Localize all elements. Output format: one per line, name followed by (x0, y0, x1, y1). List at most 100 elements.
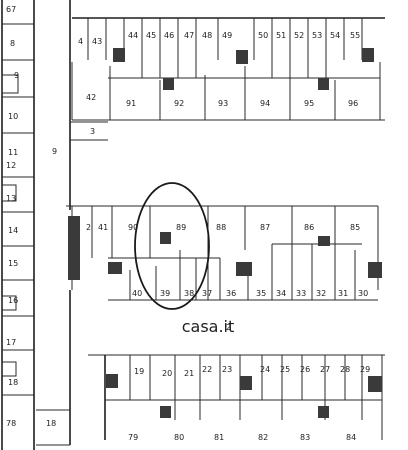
box-label: 48 (202, 31, 212, 40)
stair-symbol (108, 262, 122, 274)
box-label: 49 (222, 31, 232, 40)
box-label: 54 (330, 31, 340, 40)
box-label: 42 (86, 93, 96, 102)
stair-symbol (236, 50, 248, 64)
box-label: 11 (8, 148, 18, 157)
box-label: 18 (46, 419, 56, 428)
box-label: 25 (280, 365, 290, 374)
box-label: 84 (346, 433, 356, 442)
stair-symbols (68, 48, 382, 418)
middle-row-block (66, 205, 379, 301)
box-label: 29 (360, 365, 370, 374)
box-label: 94 (260, 99, 270, 108)
box-label: 32 (316, 289, 326, 298)
lane-label: 2 (226, 323, 231, 332)
box-label: 47 (184, 31, 194, 40)
box-label: 9 (14, 71, 19, 80)
box-label: 80 (174, 433, 184, 442)
box-label: 37 (202, 289, 212, 298)
box-label: 36 (226, 289, 236, 298)
box-label: 9 (52, 147, 57, 156)
left-column-labels: 67 8 9 10 11 12 13 14 15 16 17 18 78 18 (6, 5, 56, 428)
stair-symbol (160, 232, 171, 244)
box-label: 88 (216, 223, 226, 232)
box-label: 46 (164, 31, 174, 40)
stair-symbol (368, 262, 382, 278)
box-label: 78 (6, 419, 16, 428)
box-label: 20 (162, 369, 172, 378)
box-label: 30 (358, 289, 368, 298)
bottom-row-block (88, 354, 385, 440)
box-label: 89 (176, 223, 186, 232)
box-label: 44 (128, 31, 138, 40)
box-label: 86 (304, 223, 314, 232)
top-row-block (71, 17, 385, 121)
box-label: 79 (128, 433, 138, 442)
box-label: 85 (350, 223, 360, 232)
box-label: 14 (8, 226, 18, 235)
box-label: 55 (350, 31, 360, 40)
box-label: 83 (300, 433, 310, 442)
box-label: 34 (276, 289, 286, 298)
box-label: 90 (128, 223, 138, 232)
stair-symbol (106, 374, 118, 388)
box-label: 4 (78, 37, 83, 46)
box-label: 18 (8, 378, 18, 387)
stair-symbol (236, 262, 252, 276)
box-label: 96 (348, 99, 358, 108)
box-label: 27 (320, 365, 330, 374)
box-label: 17 (6, 338, 16, 347)
box-label: 10 (8, 112, 18, 121)
box-label: 22 (202, 365, 212, 374)
box-label: 35 (256, 289, 266, 298)
box-label: 53 (312, 31, 322, 40)
highlight-ellipse (134, 182, 210, 310)
box-label: 15 (8, 259, 18, 268)
stair-symbol (160, 406, 171, 418)
box-label: 19 (134, 367, 144, 376)
stair-symbol (318, 78, 329, 90)
box-label: 21 (184, 369, 194, 378)
box-label: 2 (86, 223, 91, 232)
middle-row-labels: 2 41 90 89 88 87 86 85 40 39 38 37 36 35… (86, 223, 368, 298)
stair-symbol (68, 216, 80, 280)
box-label: 39 (160, 289, 170, 298)
top-row-labels: 4 43 44 45 46 47 48 49 50 51 52 53 54 55… (78, 31, 360, 108)
stair-symbol (113, 48, 125, 62)
stair-symbol (163, 78, 174, 90)
box-label: 81 (214, 433, 224, 442)
corridor (36, 0, 108, 446)
box-label: 82 (258, 433, 268, 442)
box-label: 12 (6, 161, 16, 170)
watermark: casa.it (182, 317, 235, 336)
box-label: 95 (304, 99, 314, 108)
box-label: 92 (174, 99, 184, 108)
box-label: 33 (296, 289, 306, 298)
box-label: 13 (6, 194, 16, 203)
box-label: 40 (132, 289, 142, 298)
bottom-row-labels: 19 20 21 22 23 24 25 26 27 28 29 79 80 8… (128, 365, 370, 442)
box-label: 51 (276, 31, 286, 40)
box-label: 31 (338, 289, 348, 298)
stair-symbol (318, 406, 329, 418)
box-label: 52 (294, 31, 304, 40)
box-label: 41 (98, 223, 108, 232)
box-label: 26 (300, 365, 310, 374)
box-label: 91 (126, 99, 136, 108)
box-label: 87 (260, 223, 270, 232)
box-label: 67 (6, 5, 16, 14)
stair-symbol (240, 376, 252, 390)
stair-symbol (318, 236, 330, 246)
box-label: 24 (260, 365, 270, 374)
box-label: 38 (184, 289, 194, 298)
box-label: 28 (340, 365, 350, 374)
box-label: 45 (146, 31, 156, 40)
box-label: 23 (222, 365, 232, 374)
left-column-block (1, 0, 35, 450)
box-label: 16 (8, 296, 18, 305)
box-label: 43 (92, 37, 102, 46)
box-label: 50 (258, 31, 268, 40)
box-label: 93 (218, 99, 228, 108)
stair-symbol (362, 48, 374, 62)
